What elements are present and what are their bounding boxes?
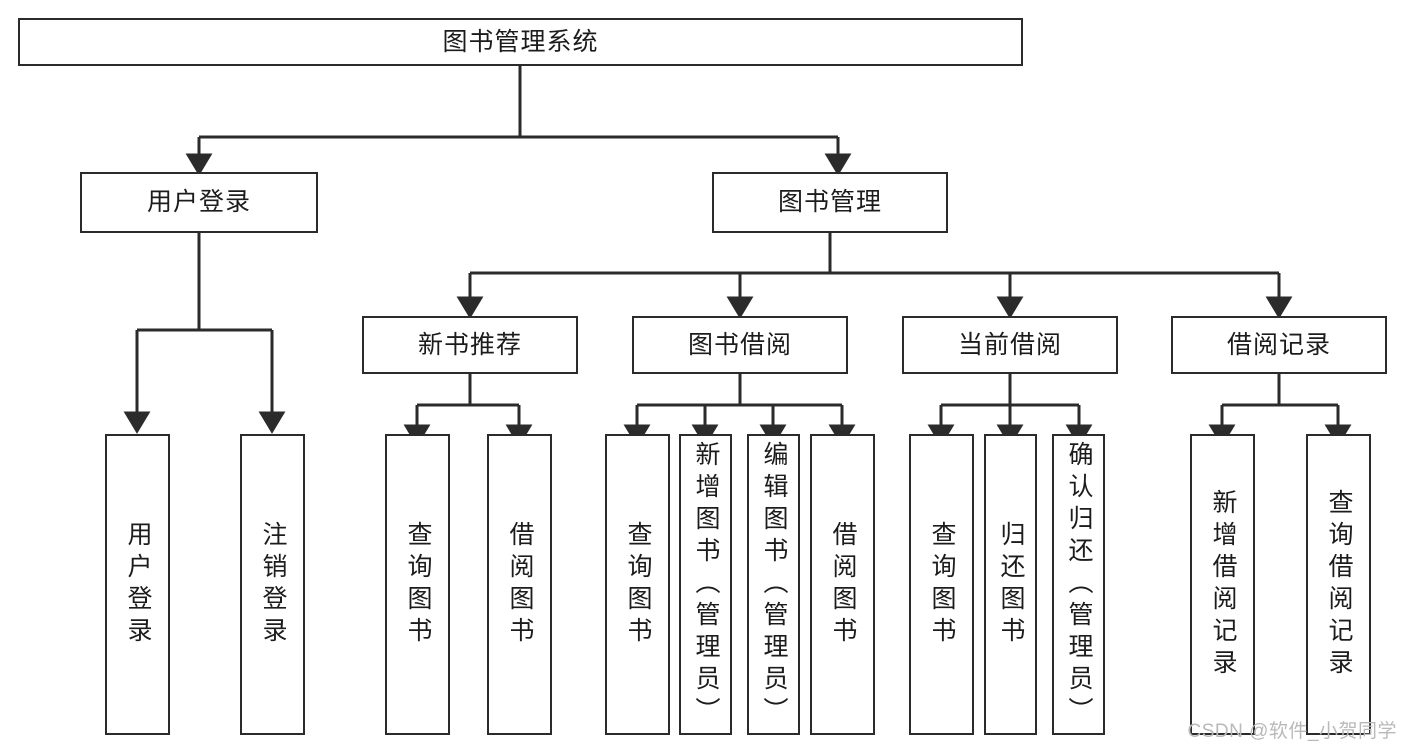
node-user-login[interactable]: 用户登录: [80, 172, 318, 233]
node-label: 查询图书: [928, 520, 956, 649]
node-label: 图书借阅: [687, 330, 792, 359]
node-label: 图书管理系统: [442, 27, 599, 56]
node-label: 注销登录: [259, 520, 287, 649]
node-label: 新书推荐: [417, 330, 522, 359]
node-label: 归还图书: [997, 520, 1025, 649]
node-label: 借阅图书: [506, 520, 534, 649]
leaf-new-book-borrow-book[interactable]: 借阅图书: [487, 434, 552, 735]
node-book-borrow[interactable]: 图书借阅: [632, 316, 848, 374]
node-label: 查询图书: [624, 520, 652, 649]
leaf-current-borrow-return-book[interactable]: 归还图书: [984, 434, 1037, 735]
node-label: 确认归还（管理员）: [1065, 440, 1093, 729]
node-current-borrow[interactable]: 当前借阅: [902, 316, 1118, 374]
node-borrow-record[interactable]: 借阅记录: [1171, 316, 1387, 374]
leaf-book-borrow-edit-book-admin[interactable]: 编辑图书（管理员）: [747, 434, 800, 735]
node-label: 当前借阅: [957, 330, 1062, 359]
leaf-new-book-query-book[interactable]: 查询图书: [385, 434, 450, 735]
node-label: 借阅图书: [829, 520, 857, 649]
leaf-current-borrow-query-book[interactable]: 查询图书: [909, 434, 974, 735]
node-label: 新增借阅记录: [1209, 488, 1237, 681]
leaf-borrow-record-query-record[interactable]: 查询借阅记录: [1306, 434, 1371, 735]
leaf-book-borrow-borrow-book[interactable]: 借阅图书: [810, 434, 875, 735]
node-label: 查询借阅记录: [1325, 488, 1353, 681]
node-book-management[interactable]: 图书管理: [712, 172, 948, 233]
node-new-book-recommend[interactable]: 新书推荐: [362, 316, 578, 374]
leaf-user-login-login[interactable]: 用户登录: [105, 434, 170, 735]
leaf-book-borrow-query-book[interactable]: 查询图书: [605, 434, 670, 735]
leaf-borrow-record-add-record[interactable]: 新增借阅记录: [1190, 434, 1255, 735]
leaf-book-borrow-add-book-admin[interactable]: 新增图书（管理员）: [679, 434, 732, 735]
node-label: 查询图书: [404, 520, 432, 649]
node-label: 用户登录: [124, 520, 152, 649]
leaf-user-login-logout[interactable]: 注销登录: [240, 434, 305, 735]
node-label: 新增图书（管理员）: [692, 440, 720, 729]
node-label: 借阅记录: [1226, 330, 1331, 359]
node-label: 编辑图书（管理员）: [760, 440, 788, 729]
node-root-book-management-system[interactable]: 图书管理系统: [18, 18, 1023, 66]
node-label: 用户登录: [146, 188, 251, 217]
node-label: 图书管理: [777, 188, 882, 217]
leaf-current-borrow-confirm-return-admin[interactable]: 确认归还（管理员）: [1052, 434, 1105, 735]
